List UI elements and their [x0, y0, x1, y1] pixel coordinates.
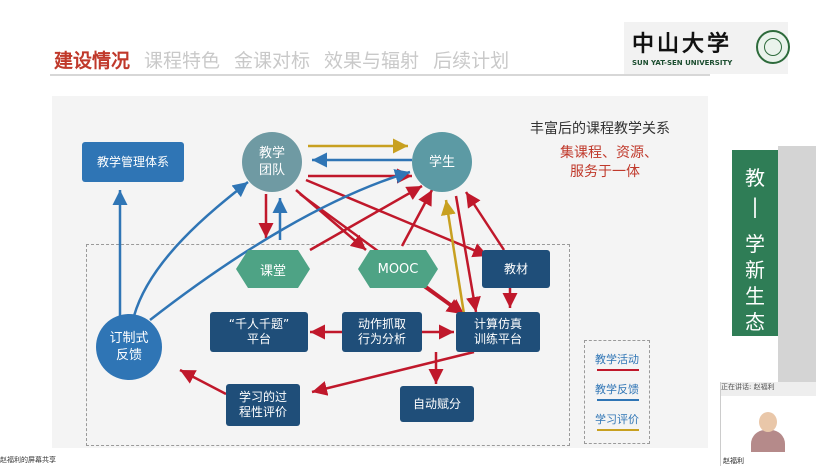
- node-motion-label: 动作抓取行为分析: [358, 317, 406, 347]
- speaker-face: [759, 412, 777, 432]
- arrow-mooc-to-sim: [419, 282, 463, 316]
- side-char-1: 教: [745, 166, 765, 190]
- node-feedback: 订制式反馈: [96, 314, 162, 380]
- node-process-l1: 学习的过: [238, 390, 287, 404]
- speaker-status-bar: 正在讲话: 赵福利: [721, 382, 816, 396]
- node-textbook-label: 教材: [503, 261, 528, 276]
- university-logo: 中山大学 SUN YAT-SEN UNIVERSITY: [624, 22, 790, 74]
- node-qianren-l1: “千人千题”: [228, 317, 290, 331]
- node-team: 教学团队: [242, 132, 302, 192]
- node-mooc-label: MOOC: [377, 261, 419, 277]
- node-textbook: 教材: [482, 250, 550, 288]
- relation-subtitle-line1: 集课程、资源、: [560, 145, 658, 161]
- node-process-label: 学习的过程性评价: [239, 390, 287, 420]
- node-sim-l2: 训练平台: [473, 332, 522, 346]
- node-auto: 自动赋分: [400, 386, 474, 422]
- node-classroom: 课堂: [236, 250, 310, 288]
- arrow-mooc-to-student: [400, 189, 434, 247]
- university-seal-icon: [756, 30, 790, 64]
- node-feedback-label: 订制式反馈: [109, 330, 148, 364]
- legend-box: 教学活动 教学反馈 学习评价: [584, 340, 650, 444]
- arrow-sim-to-student-eval: [440, 199, 466, 315]
- hex-mooc-shape: [358, 250, 438, 288]
- legend-activity-line: [597, 369, 639, 371]
- node-qianren-label: “千人千题”平台: [229, 317, 289, 347]
- platform-dashed-region: [86, 244, 570, 446]
- side-char-5: 生: [745, 284, 765, 308]
- nav-item-benchmark: 金课对标: [234, 50, 311, 72]
- node-sim-label: 计算仿真训练平台: [474, 317, 522, 347]
- nav-divider: [50, 74, 710, 76]
- speaker-avatar: [751, 412, 785, 452]
- legend-evaluation-label: 学习评价: [595, 413, 639, 426]
- node-motion-l1: 动作抓取: [357, 317, 406, 331]
- nav-item-features: 课程特色: [144, 50, 221, 72]
- node-auto-label: 自动赋分: [412, 396, 461, 411]
- legend-feedback-line: [597, 399, 639, 401]
- node-feedback-l1: 订制式: [109, 331, 149, 346]
- side-char-4: 新: [745, 258, 765, 282]
- node-process: 学习的过程性评价: [226, 384, 300, 426]
- node-team-l2: 团队: [258, 163, 285, 178]
- relation-title: 丰富后的课程教学关系: [530, 121, 670, 137]
- arrow-classroom-to-student: [309, 184, 423, 252]
- node-motion-l2: 行为分析: [357, 332, 406, 346]
- node-feedback-l2: 反馈: [115, 348, 142, 363]
- node-student-label: 学生: [428, 154, 455, 170]
- arrow-textbook-to-student: [464, 191, 506, 251]
- node-management: 教学管理体系: [82, 142, 184, 182]
- speaker-name: 赵福利: [723, 457, 744, 465]
- side-banner: 教 | 学 新 生 态: [732, 150, 778, 336]
- nav-item-effect: 效果与辐射: [324, 50, 420, 72]
- node-mooc: MOOC: [358, 250, 438, 288]
- side-char-2: |: [751, 194, 759, 218]
- screen-share-label: 赵福利的屏幕共享: [0, 456, 56, 464]
- node-qianren: “千人千题”平台: [210, 312, 308, 352]
- speaker-body: [751, 430, 785, 452]
- node-classroom-label: 课堂: [259, 263, 286, 279]
- side-decor-strip: [778, 146, 816, 396]
- node-team-l1: 教学: [258, 146, 285, 161]
- nav-item-plan: 后续计划: [433, 50, 510, 72]
- node-sim-l1: 计算仿真: [473, 317, 522, 331]
- arrow-student-to-sim: [454, 195, 481, 313]
- node-qianren-l2: 平台: [246, 332, 271, 346]
- node-student: 学生: [412, 132, 472, 192]
- logo-en-text: SUN YAT-SEN UNIVERSITY: [632, 59, 733, 67]
- seal-inner-ring: [764, 38, 782, 56]
- node-process-l2: 程性评价: [238, 405, 287, 419]
- hex-classroom-shape: [236, 250, 310, 288]
- section-nav: 建设情况课程特色金课对标效果与辐射后续计划: [54, 46, 523, 73]
- legend-evaluation-line: [597, 429, 639, 431]
- node-team-label: 教学团队: [259, 145, 285, 179]
- arrow-feedback-to-team: [132, 181, 249, 317]
- arrow-sim-to-process: [311, 350, 475, 396]
- nav-item-construction: 建设情况: [54, 50, 131, 72]
- legend-feedback-label: 教学反馈: [595, 383, 639, 396]
- relation-subtitle-line2: 服务于一体: [570, 164, 640, 180]
- side-char-3: 学: [745, 232, 765, 256]
- node-management-label: 教学管理体系: [96, 154, 169, 169]
- node-motion: 动作抓取行为分析: [342, 312, 422, 352]
- arrow-team-to-textbook: [305, 178, 489, 258]
- arrow-feedback-to-student: [149, 169, 411, 321]
- arrow-process-to-feedback: [179, 368, 227, 396]
- logo-cn-text: 中山大学: [632, 31, 733, 57]
- node-sim: 计算仿真训练平台: [456, 312, 540, 352]
- legend-activity-label: 教学活动: [595, 353, 639, 366]
- speaker-video-window[interactable]: 正在讲话: 赵福利 赵福利: [720, 382, 816, 466]
- side-char-6: 态: [745, 310, 765, 334]
